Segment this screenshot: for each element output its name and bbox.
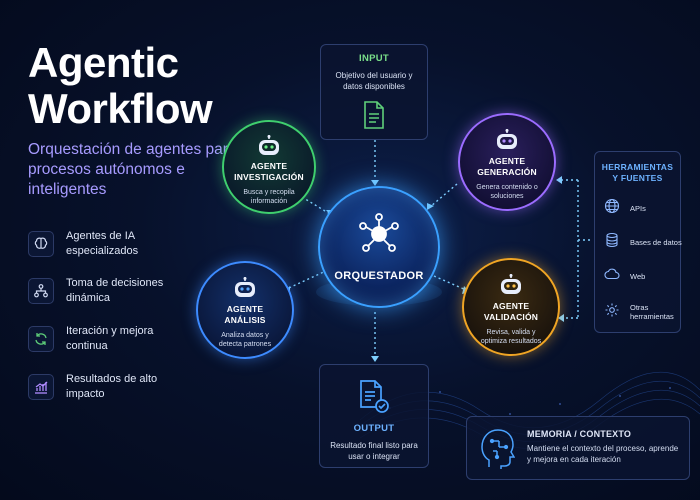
feature-label: Iteración y mejora continua [66, 325, 154, 352]
connector-val-orq [433, 275, 467, 291]
agent-desc: Genera contenido o soluciones [476, 184, 538, 200]
chart-icon [28, 374, 54, 400]
network-icon [28, 278, 54, 304]
connector-gen-orq [429, 183, 458, 208]
feature-item: Toma de decisiones dinámica [28, 273, 218, 309]
input-box: INPUT Objetivo del usuario y datos dispo… [320, 44, 428, 140]
tools-box: HERRAMIENTAS Y FUENTES [594, 151, 681, 333]
tool-item: Otras herramientas [604, 300, 684, 324]
orchestrator-node: ORQUESTADOR [318, 186, 440, 308]
agent-validacion: AGENTE VALIDACIÓN Revisa, valida y optim… [462, 258, 560, 356]
gear-icon [604, 302, 620, 323]
feature-label: Resultados de alto impacto [66, 373, 158, 400]
output-box: OUTPUT Resultado final listo para usar o… [319, 364, 429, 468]
arrow-head [427, 203, 434, 210]
tool-label: APIs [630, 203, 646, 213]
document-icon [321, 100, 427, 130]
memory-desc: Mantiene el contexto del proceso, aprend… [527, 444, 679, 464]
hub-icon [320, 212, 438, 256]
tool-item: Web [604, 266, 684, 286]
arrow-head [371, 356, 379, 362]
robot-icon [464, 274, 558, 296]
connector-inv-orq [301, 196, 331, 215]
page-subtitle: Orquestación de agentes para procesos au… [28, 141, 237, 198]
orchestrator-label: ORQUESTADOR [334, 270, 424, 282]
memory-box: MEMORIA / CONTEXTO Mantiene el contexto … [466, 416, 690, 480]
agent-desc: Busca y recopila información [243, 189, 295, 205]
tool-label: Web [630, 271, 646, 281]
tools-title: HERRAMIENTAS Y FUENTES [601, 162, 674, 183]
agent-investigacion: AGENTE INVESTIGACIÓN Busca y recopila in… [222, 120, 316, 214]
output-desc: Resultado final listo para usar o integr… [330, 441, 418, 461]
agent-generacion: AGENTE GENERACIÓN Genera contenido o sol… [458, 113, 556, 211]
agent-title: AGENTE [488, 156, 526, 166]
cloud-icon [604, 266, 620, 287]
agent-title: AGENTE [492, 301, 530, 311]
head-circuit-icon [479, 427, 516, 474]
feature-item: Resultados de alto impacto [28, 369, 218, 405]
tool-item: APIs [604, 198, 684, 218]
brain-icon [28, 231, 54, 257]
agent-title: AGENTE [250, 161, 288, 171]
document-check-icon [320, 379, 428, 415]
memory-title: MEMORIA / CONTEXTO [527, 429, 632, 439]
feature-item: Agentes de IA especializados [28, 226, 218, 262]
tool-label: Otras herramientas [630, 303, 674, 321]
refresh-icon [28, 326, 54, 352]
agent-title: VALIDACIÓN [483, 312, 539, 322]
feature-label: Toma de decisiones dinámica [66, 277, 164, 304]
arrow-head [556, 176, 562, 184]
output-title: OUTPUT [353, 423, 395, 434]
robot-icon [460, 129, 554, 151]
agent-title: INVESTIGACIÓN [234, 172, 304, 182]
page-title: Agentic Workflow [28, 39, 213, 132]
connector-ana-orq [279, 269, 329, 293]
arrow-head [371, 180, 379, 186]
feature-item: Iteración y mejora continua [28, 321, 218, 357]
arrow-head [558, 314, 564, 322]
agent-desc: Revisa, valida y optimiza resultados [480, 329, 542, 345]
robot-icon [224, 135, 314, 157]
agent-analisis: AGENTE ANÁLISIS Analiza datos y detecta … [196, 261, 294, 359]
database-icon [604, 232, 620, 253]
robot-icon [198, 277, 292, 299]
input-desc: Objetivo del usuario y datos disponibles [335, 71, 413, 91]
input-title: INPUT [359, 53, 389, 64]
agent-desc: Analiza datos y detecta patrones [218, 332, 272, 348]
agent-title: AGENTE [226, 304, 264, 314]
agent-title: ANÁLISIS [224, 315, 266, 325]
tool-item: Bases de datos [604, 232, 684, 252]
agent-title: GENERACIÓN [477, 167, 537, 177]
globe-icon [604, 198, 620, 219]
feature-label: Agentes de IA especializados [66, 230, 139, 257]
tool-label: Bases de datos [630, 237, 682, 247]
